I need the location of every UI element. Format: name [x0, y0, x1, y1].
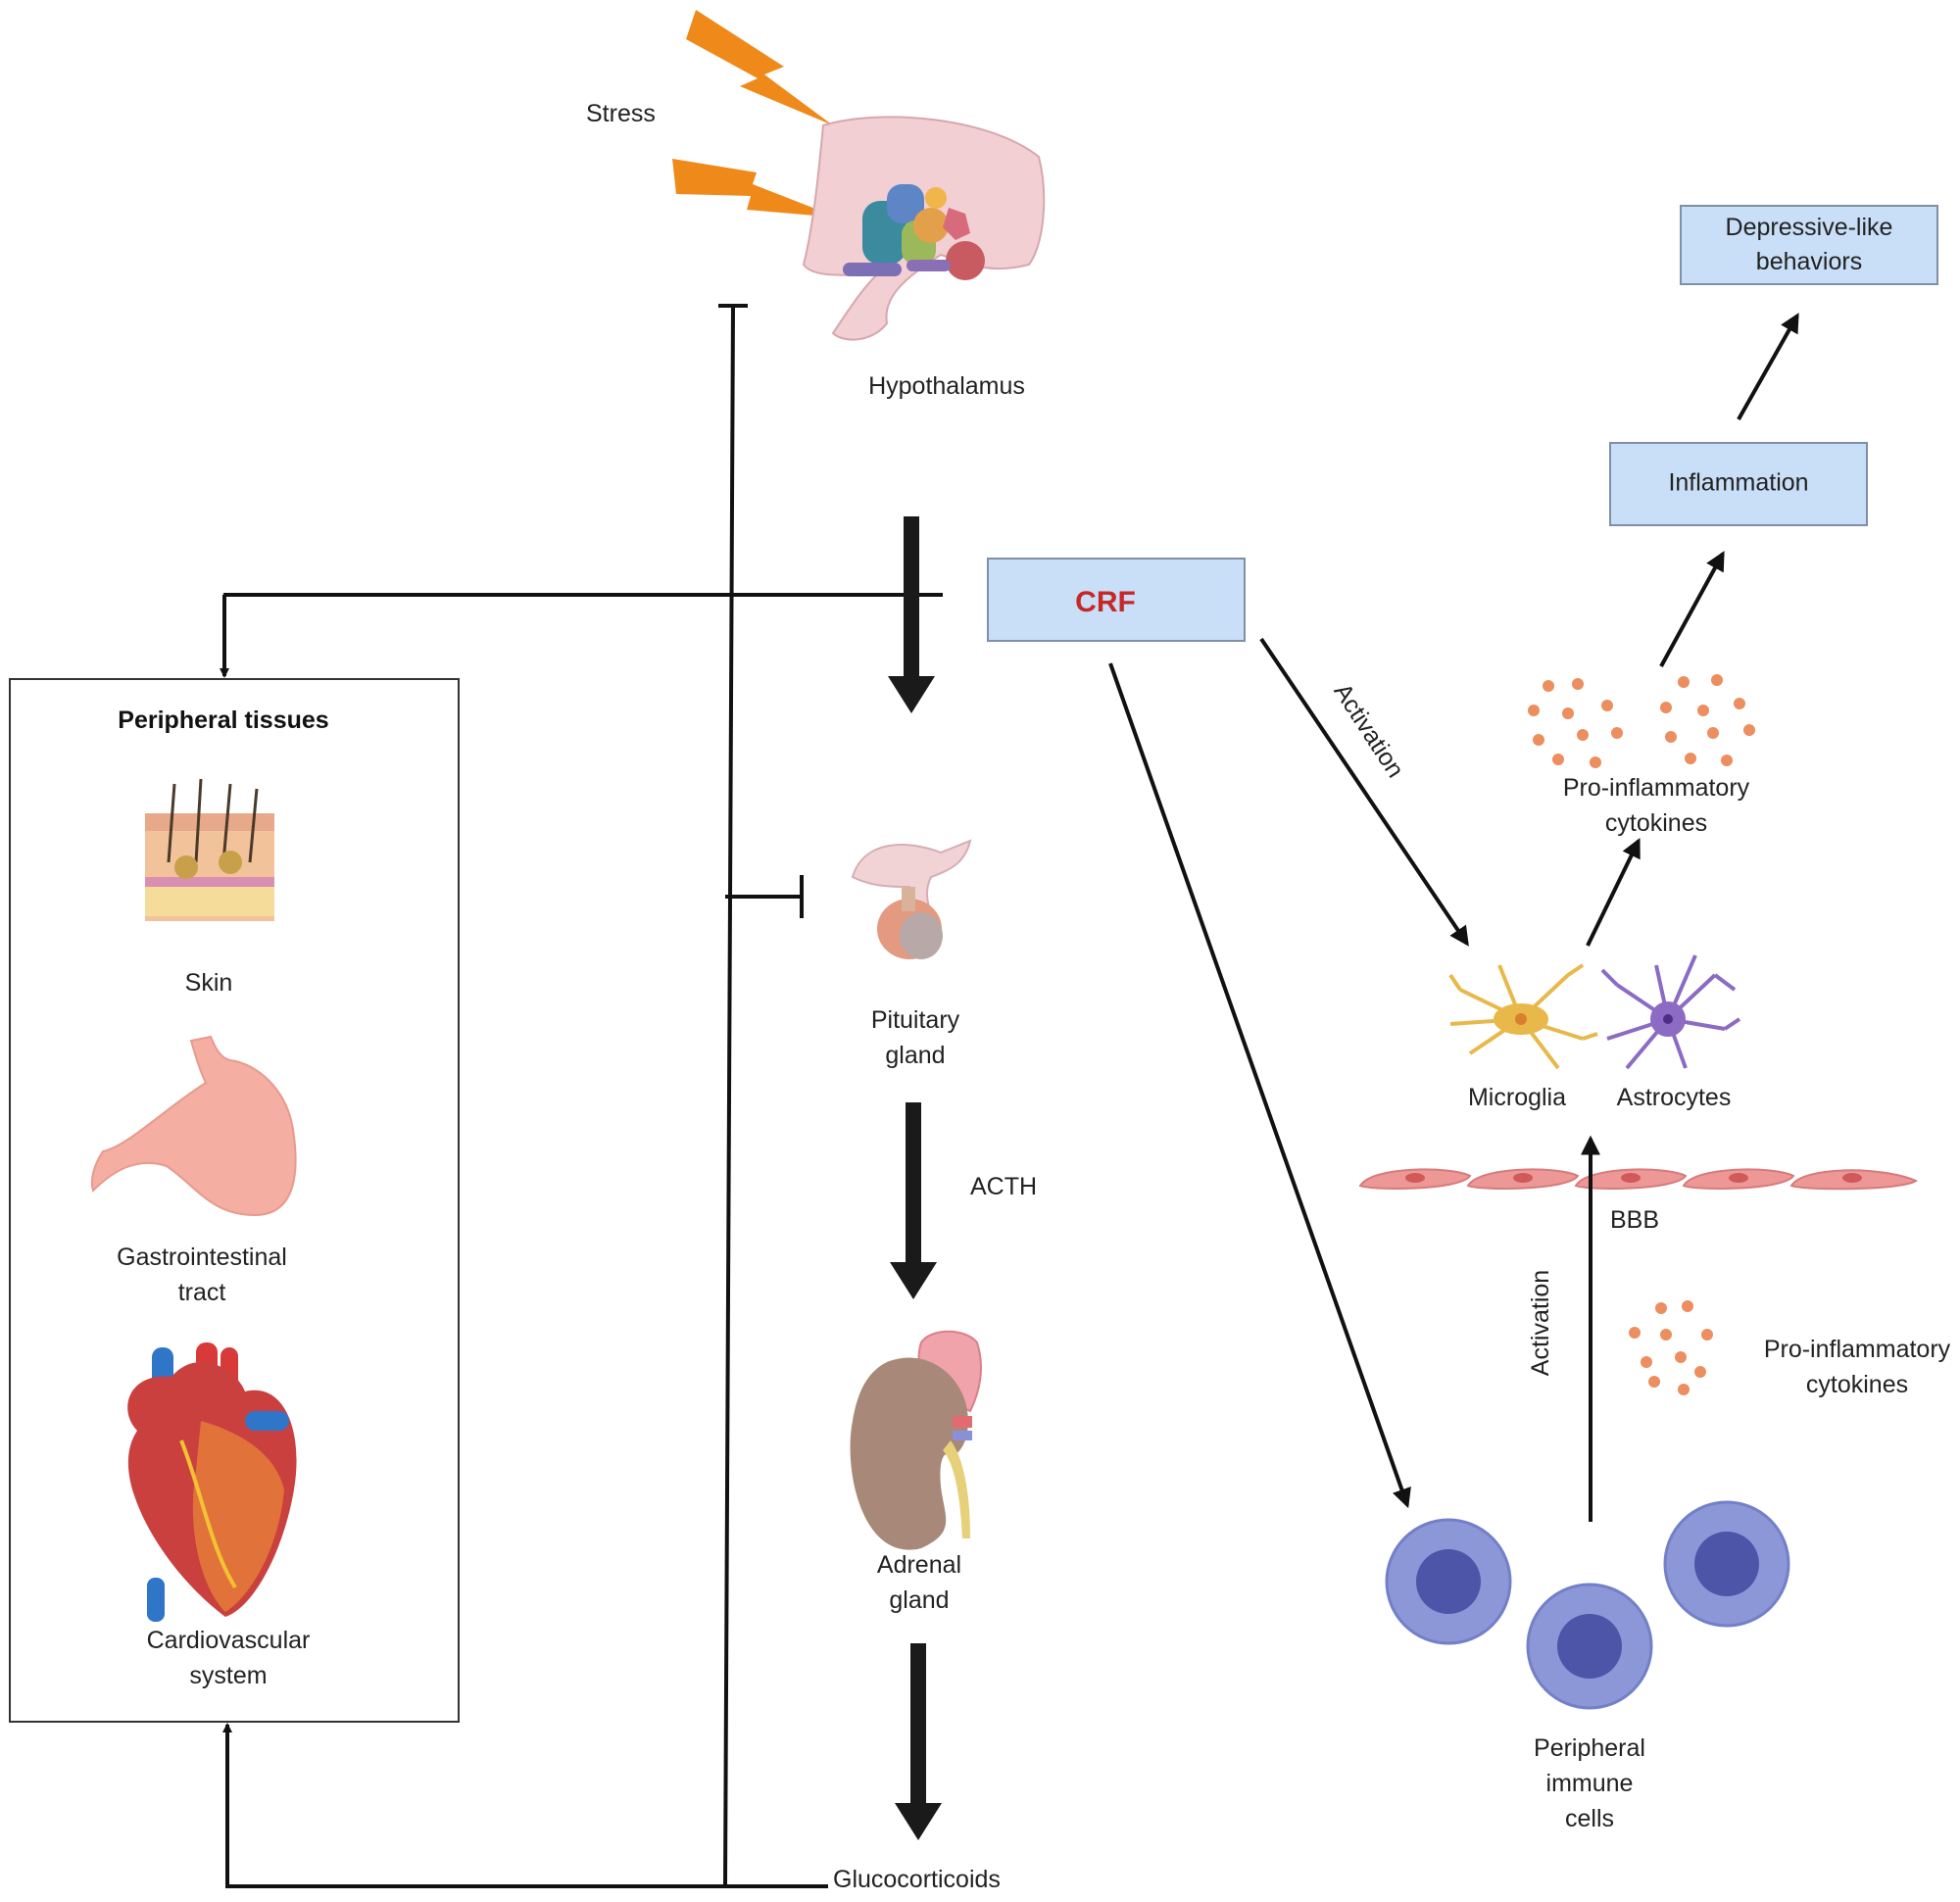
acth-label: ACTH: [970, 1173, 1037, 1200]
stomach-icon: [90, 1035, 297, 1217]
immune-cell-icon-right: [1663, 1500, 1790, 1628]
inflammation-label: Inflammation: [1668, 469, 1808, 497]
cardio-label-line2: system: [189, 1662, 267, 1689]
pro-top-label-line1: Pro-inflammatory: [1563, 774, 1750, 802]
bbb-label: BBB: [1610, 1206, 1659, 1234]
crf-to-immune-arrow: [1108, 662, 1411, 1509]
negative-feedback-line: [222, 304, 828, 1888]
hypothalamus-icon: [802, 116, 1046, 341]
inflammation-box: [1609, 442, 1868, 526]
lightning-bolt-icon-lower: [672, 159, 838, 218]
astrocyte-icon: [1600, 954, 1741, 1070]
astrocytes-label: Astrocytes: [1617, 1084, 1732, 1111]
crf-label: CRF: [1075, 586, 1136, 618]
pituitary-gland-icon: [851, 839, 972, 959]
cytokine-dots-bottom: [1629, 1300, 1713, 1395]
microglia-icon: [1448, 963, 1598, 1070]
pituitary-label-line1: Pituitary: [871, 1006, 960, 1034]
activation-immune-label: Activation: [1527, 1270, 1554, 1376]
pituitary-label-line2: gland: [885, 1042, 945, 1069]
microglia-label: Microglia: [1468, 1084, 1566, 1111]
depressive-label-line2: behaviors: [1756, 248, 1862, 275]
inflammation-to-depressive-arrow: [1737, 313, 1799, 420]
immune-label-line2: immune: [1546, 1770, 1634, 1797]
immune-cell-icon: [1385, 1518, 1512, 1645]
pro-bottom-label-line1: Pro-inflammatory: [1764, 1336, 1951, 1363]
glucocorticoids-label: Glucocorticoids: [833, 1866, 1001, 1893]
pro-top-label-line2: cytokines: [1605, 809, 1707, 837]
depressive-label-line1: Depressive-like: [1726, 214, 1893, 241]
crf-to-glia-arrow: [1259, 637, 1469, 947]
cytokine-dots-top-left: [1528, 678, 1623, 768]
adrenal-label-line1: Adrenal: [877, 1551, 961, 1579]
skin-label: Skin: [185, 969, 233, 997]
adrenal-label-line2: gland: [889, 1586, 949, 1614]
glia-to-cytokines-arrow: [1586, 838, 1641, 947]
immune-cell-icon-middle: [1526, 1583, 1653, 1710]
gi-label-line2: tract: [178, 1279, 226, 1306]
hypothalamus-to-pituitary-arrow: [888, 516, 935, 713]
hypothalamus-label: Hypothalamus: [868, 372, 1025, 400]
stress-label: Stress: [586, 100, 656, 127]
lightning-bolt-icon: [686, 10, 833, 125]
cytokines-to-inflammation-arrow: [1659, 551, 1725, 667]
blood-brain-barrier: [1358, 1168, 1919, 1191]
peripheral-tissues-title: Peripheral tissues: [118, 707, 328, 734]
crf-to-peripheral-line: [220, 593, 943, 678]
adrenal-gland-icon: [850, 1330, 982, 1550]
cytokine-dots-top-right: [1660, 674, 1755, 766]
heart-icon: [127, 1342, 297, 1622]
gi-label-line1: Gastrointestinal: [117, 1244, 287, 1271]
immune-label-line3: cells: [1565, 1805, 1614, 1832]
pituitary-to-adrenal-arrow: [890, 1102, 937, 1299]
activation-crf-label: Activation: [1328, 679, 1409, 783]
immune-label-line1: Peripheral: [1534, 1734, 1645, 1762]
skin-icon: [145, 778, 274, 921]
depressive-box: [1680, 205, 1938, 285]
pro-bottom-label-line2: cytokines: [1806, 1371, 1908, 1398]
cardio-label-line1: Cardiovascular: [147, 1627, 311, 1654]
crf-box: [987, 558, 1246, 642]
adrenal-to-glucocorticoids-arrow: [895, 1643, 942, 1840]
